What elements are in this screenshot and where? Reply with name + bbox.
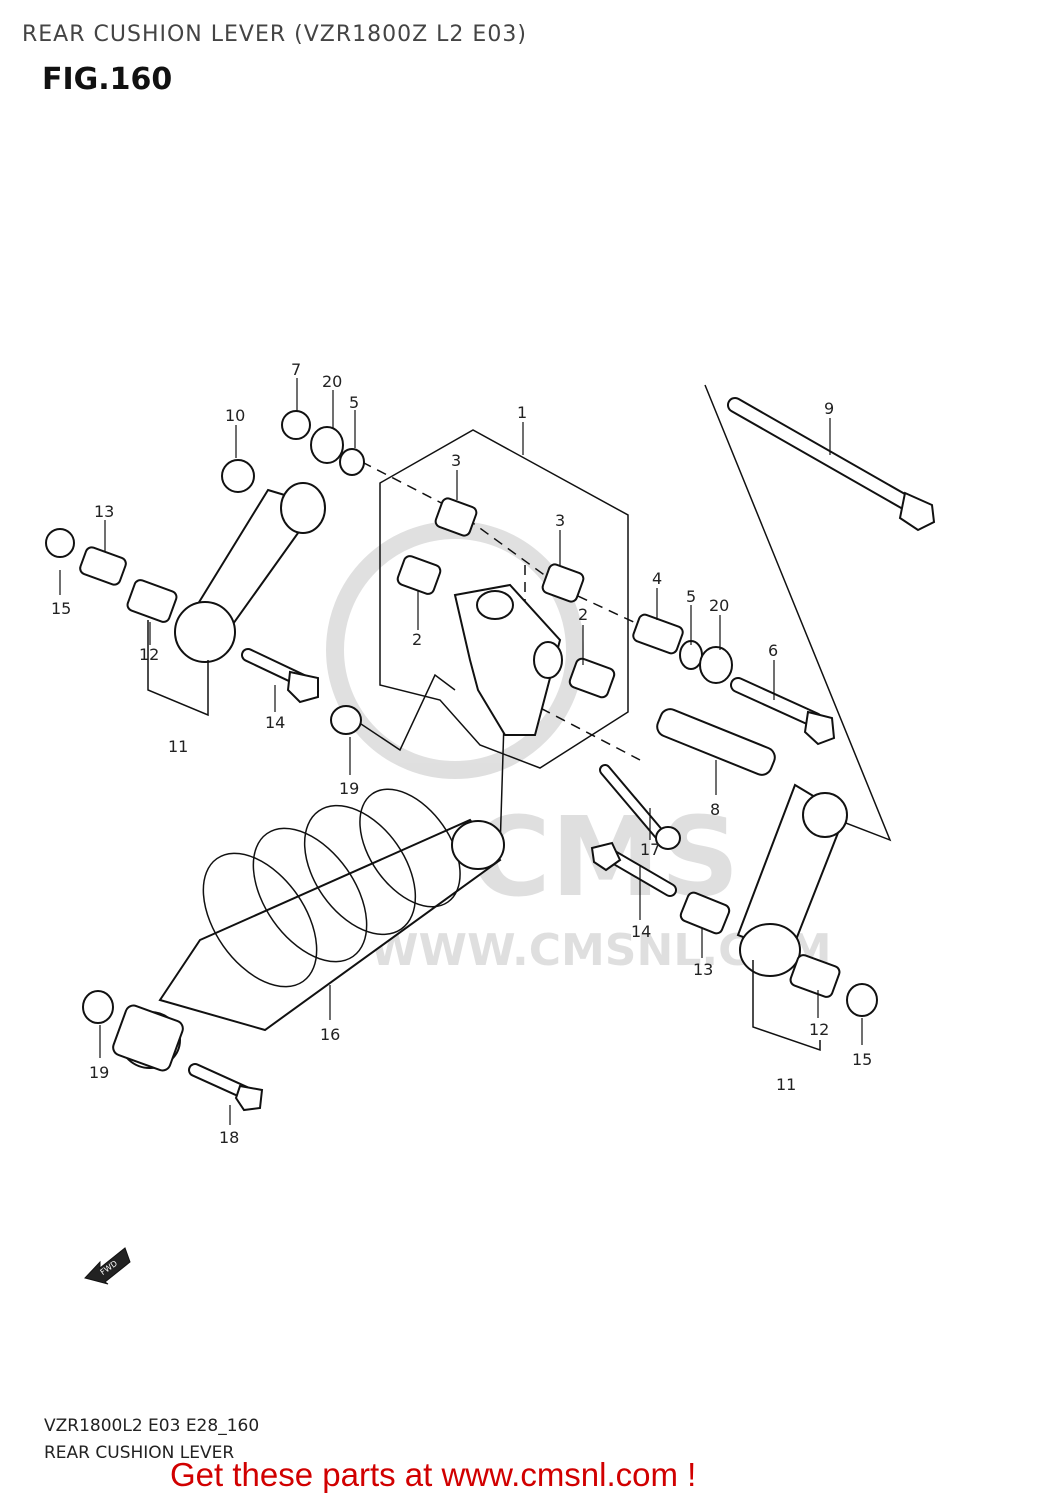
axis-line-diag-2 bbox=[354, 673, 456, 752]
callout-17: 17 bbox=[640, 840, 660, 859]
callout-14b: 14 bbox=[631, 922, 651, 941]
part-11-lever-left bbox=[174, 482, 326, 663]
callout-1: 1 bbox=[517, 403, 527, 422]
callout-16: 16 bbox=[320, 1025, 340, 1044]
callout-12a: 12 bbox=[139, 645, 159, 664]
callout-4: 4 bbox=[652, 569, 662, 588]
callout-19b: 19 bbox=[89, 1063, 109, 1082]
callout-11a: 11 bbox=[168, 737, 188, 756]
callout-13a: 13 bbox=[94, 502, 114, 521]
axis-line-lower bbox=[524, 565, 641, 761]
page-title: REAR CUSHION LEVER (VZR1800Z L2 E03) bbox=[22, 22, 527, 47]
fwd-arrow-icon: FWD bbox=[84, 1247, 131, 1285]
callout-7: 7 bbox=[291, 360, 301, 379]
leader-lines bbox=[59, 378, 863, 1125]
cta-link[interactable]: Get these parts at www.cmsnl.com ! bbox=[170, 1456, 697, 1493]
figure-label: FIG.160 bbox=[42, 62, 173, 97]
axis-line-diag-1 bbox=[704, 384, 892, 842]
axis-line-upper bbox=[361, 461, 641, 626]
callout-12b: 12 bbox=[809, 1020, 829, 1039]
callout-15a: 15 bbox=[51, 599, 71, 618]
callout-18: 18 bbox=[219, 1128, 239, 1147]
callout-6: 6 bbox=[768, 641, 778, 660]
part-9-bolt bbox=[727, 397, 936, 532]
callout-3b: 3 bbox=[555, 511, 565, 530]
callout-2a: 2 bbox=[412, 630, 422, 649]
callout-13b: 13 bbox=[693, 960, 713, 979]
diagram-name: REAR CUSHION LEVER bbox=[44, 1443, 235, 1463]
diagram-code: VZR1800L2 E03 E28_160 bbox=[44, 1416, 260, 1436]
callout-2b: 2 bbox=[578, 605, 588, 624]
callout-3a: 3 bbox=[451, 451, 461, 470]
bracket-11-left bbox=[147, 620, 209, 717]
part-1-housing bbox=[379, 429, 629, 769]
callout-labels: 1 2 2 3 3 4 5 5 6 7 8 9 10 11 11 12 12 1… bbox=[51, 360, 872, 1147]
callout-5a: 5 bbox=[349, 393, 359, 412]
callout-19a: 19 bbox=[339, 779, 359, 798]
part-center-link bbox=[453, 583, 563, 736]
small-parts bbox=[45, 410, 878, 1112]
callout-8: 8 bbox=[710, 800, 720, 819]
callout-20b: 20 bbox=[709, 596, 729, 615]
callout-5b: 5 bbox=[686, 587, 696, 606]
callout-20a: 20 bbox=[322, 372, 342, 391]
callout-10: 10 bbox=[225, 406, 245, 425]
callout-11b: 11 bbox=[776, 1075, 796, 1094]
callout-15b: 15 bbox=[852, 1050, 872, 1069]
callout-14a: 14 bbox=[265, 713, 285, 732]
callout-9: 9 bbox=[824, 399, 834, 418]
bracket-11-right bbox=[752, 960, 821, 1052]
part-11-lever-right bbox=[736, 783, 848, 977]
